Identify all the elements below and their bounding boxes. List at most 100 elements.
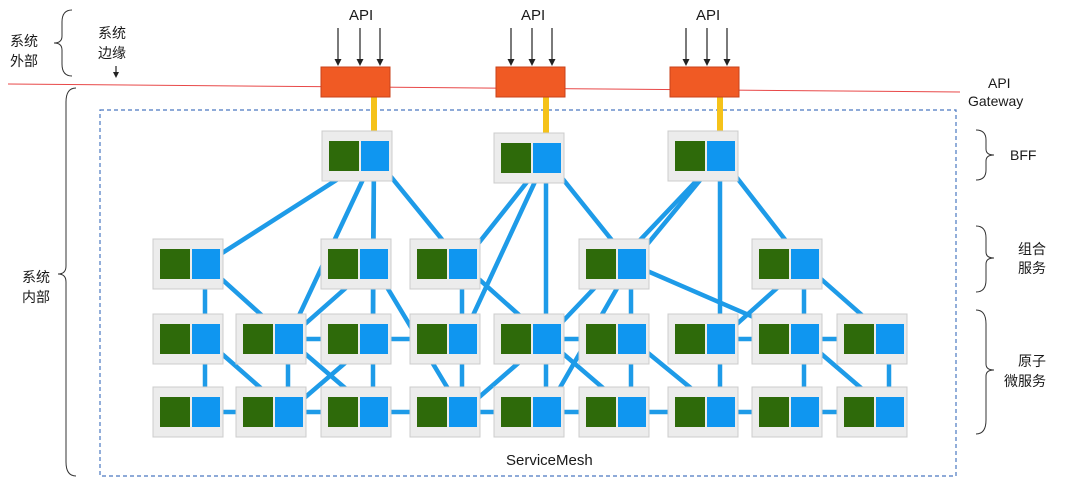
sidecar-proxy-blue <box>791 249 819 279</box>
service-node <box>152 238 224 290</box>
api-label: API <box>521 7 545 24</box>
composite-brace <box>975 225 995 293</box>
service-instance-green <box>160 397 190 427</box>
service-instance-green <box>759 249 789 279</box>
system-inside-label-1: 系统 <box>22 269 50 285</box>
bff-label: BFF <box>1010 147 1036 163</box>
service-instance-green <box>501 397 531 427</box>
service-node <box>409 313 481 365</box>
system-outside-label-2: 外部 <box>10 53 38 69</box>
service-node <box>152 313 224 365</box>
api-gateway-3: API <box>669 7 740 98</box>
service-instance-green <box>586 324 616 354</box>
sidecar-proxy-blue <box>876 324 904 354</box>
sidecar-proxy-blue <box>275 397 303 427</box>
service-node <box>320 386 392 438</box>
sidecar-proxy-blue <box>449 397 477 427</box>
sidecar-proxy-blue <box>449 249 477 279</box>
service-node <box>320 238 392 290</box>
service-instance-green <box>328 397 358 427</box>
composite-label-2: 服务 <box>1018 260 1046 276</box>
sidecar-proxy-blue <box>192 397 220 427</box>
system-outside-label-1: 系统 <box>10 33 38 49</box>
service-node <box>321 130 393 182</box>
service-nodes <box>152 130 908 438</box>
service-node <box>667 313 739 365</box>
servicemesh-label: ServiceMesh <box>506 452 593 469</box>
sidecar-proxy-blue <box>533 143 561 173</box>
service-node <box>409 386 481 438</box>
api-arrow-head <box>723 59 731 66</box>
service-node <box>578 238 650 290</box>
api-arrow-head <box>507 59 515 66</box>
gateway-box <box>669 66 740 98</box>
service-instance-green <box>844 324 874 354</box>
service-node <box>667 130 739 182</box>
atomic-label-1: 原子 <box>1018 353 1046 369</box>
system-boundary-line <box>7 83 961 93</box>
service-node <box>493 313 565 365</box>
system-inside-label-2: 内部 <box>22 289 50 305</box>
inside-brace <box>57 87 77 477</box>
api-arrow-head <box>703 59 711 66</box>
service-node <box>235 313 307 365</box>
service-instance-green <box>675 397 705 427</box>
service-instance-green <box>328 324 358 354</box>
api-arrow-head <box>528 59 536 66</box>
service-node <box>667 386 739 438</box>
api-arrow-head <box>356 59 364 66</box>
atomic-label-2: 微服务 <box>1004 373 1046 389</box>
api-arrow-head <box>376 59 384 66</box>
service-instance-green <box>675 324 705 354</box>
atomic-brace <box>975 309 995 435</box>
service-node <box>320 313 392 365</box>
sidecar-proxy-blue <box>275 324 303 354</box>
sidecar-proxy-blue <box>876 397 904 427</box>
service-instance-green <box>417 249 447 279</box>
api-gateway-2: API <box>495 7 566 98</box>
api-arrow-head <box>682 59 690 66</box>
sidecar-proxy-blue <box>533 324 561 354</box>
sidecar-proxy-blue <box>449 324 477 354</box>
api-label: API <box>349 7 373 24</box>
sidecar-proxy-blue <box>791 324 819 354</box>
api-arrow-head <box>548 59 556 66</box>
service-instance-green <box>675 141 705 171</box>
service-instance-green <box>329 141 359 171</box>
sidecar-proxy-blue <box>361 141 389 171</box>
sidecar-proxy-blue <box>360 397 388 427</box>
service-instance-green <box>160 249 190 279</box>
service-node <box>836 386 908 438</box>
service-node <box>751 313 823 365</box>
gateway-box <box>320 66 391 98</box>
service-node <box>235 386 307 438</box>
service-node <box>493 132 565 184</box>
sidecar-proxy-blue <box>618 397 646 427</box>
service-node <box>578 386 650 438</box>
system-edge-label-2: 边缘 <box>98 45 126 61</box>
service-node <box>836 313 908 365</box>
service-node <box>152 386 224 438</box>
service-instance-green <box>243 324 273 354</box>
service-node <box>493 386 565 438</box>
api-gateway-1: API <box>320 7 391 98</box>
sidecar-proxy-blue <box>791 397 819 427</box>
mesh-link <box>459 155 549 342</box>
edge-arrow-head <box>113 72 119 78</box>
service-node <box>751 386 823 438</box>
outside-brace <box>53 9 73 77</box>
api-arrow-head <box>334 59 342 66</box>
service-node <box>578 313 650 365</box>
sidecar-proxy-blue <box>618 324 646 354</box>
service-instance-green <box>160 324 190 354</box>
service-node <box>409 238 481 290</box>
service-instance-green <box>759 397 789 427</box>
sidecar-proxy-blue <box>360 249 388 279</box>
sidecar-proxy-blue <box>707 324 735 354</box>
composite-label-1: 组合 <box>1018 241 1046 257</box>
sidecar-proxy-blue <box>707 397 735 427</box>
service-instance-green <box>328 249 358 279</box>
service-instance-green <box>501 143 531 173</box>
sidecar-proxy-blue <box>533 397 561 427</box>
